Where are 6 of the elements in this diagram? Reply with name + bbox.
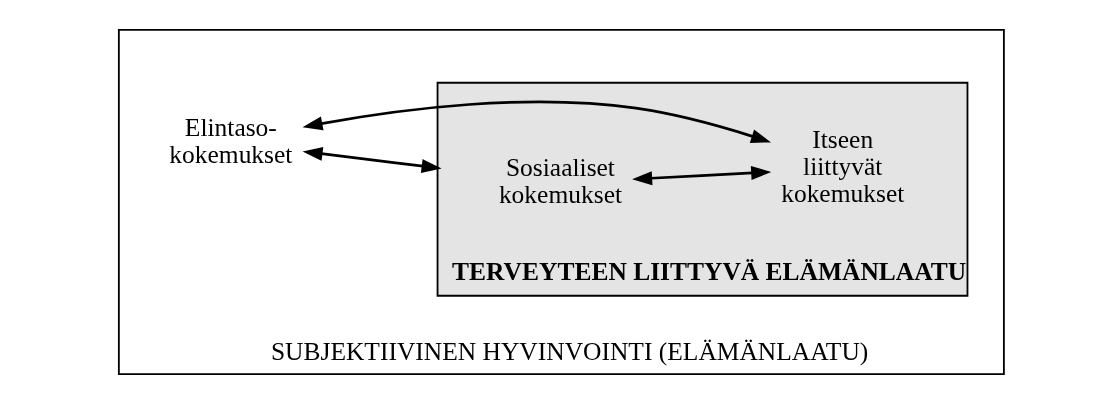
node-text: Sosiaaliset kokemukset	[498, 152, 622, 210]
arrow	[631, 166, 771, 186]
arrow	[302, 146, 442, 174]
node-text: Elintaso- kokemukset	[168, 112, 292, 170]
arrow	[302, 100, 771, 143]
node-text: Itseen liittyvät kokemukset	[780, 124, 904, 209]
